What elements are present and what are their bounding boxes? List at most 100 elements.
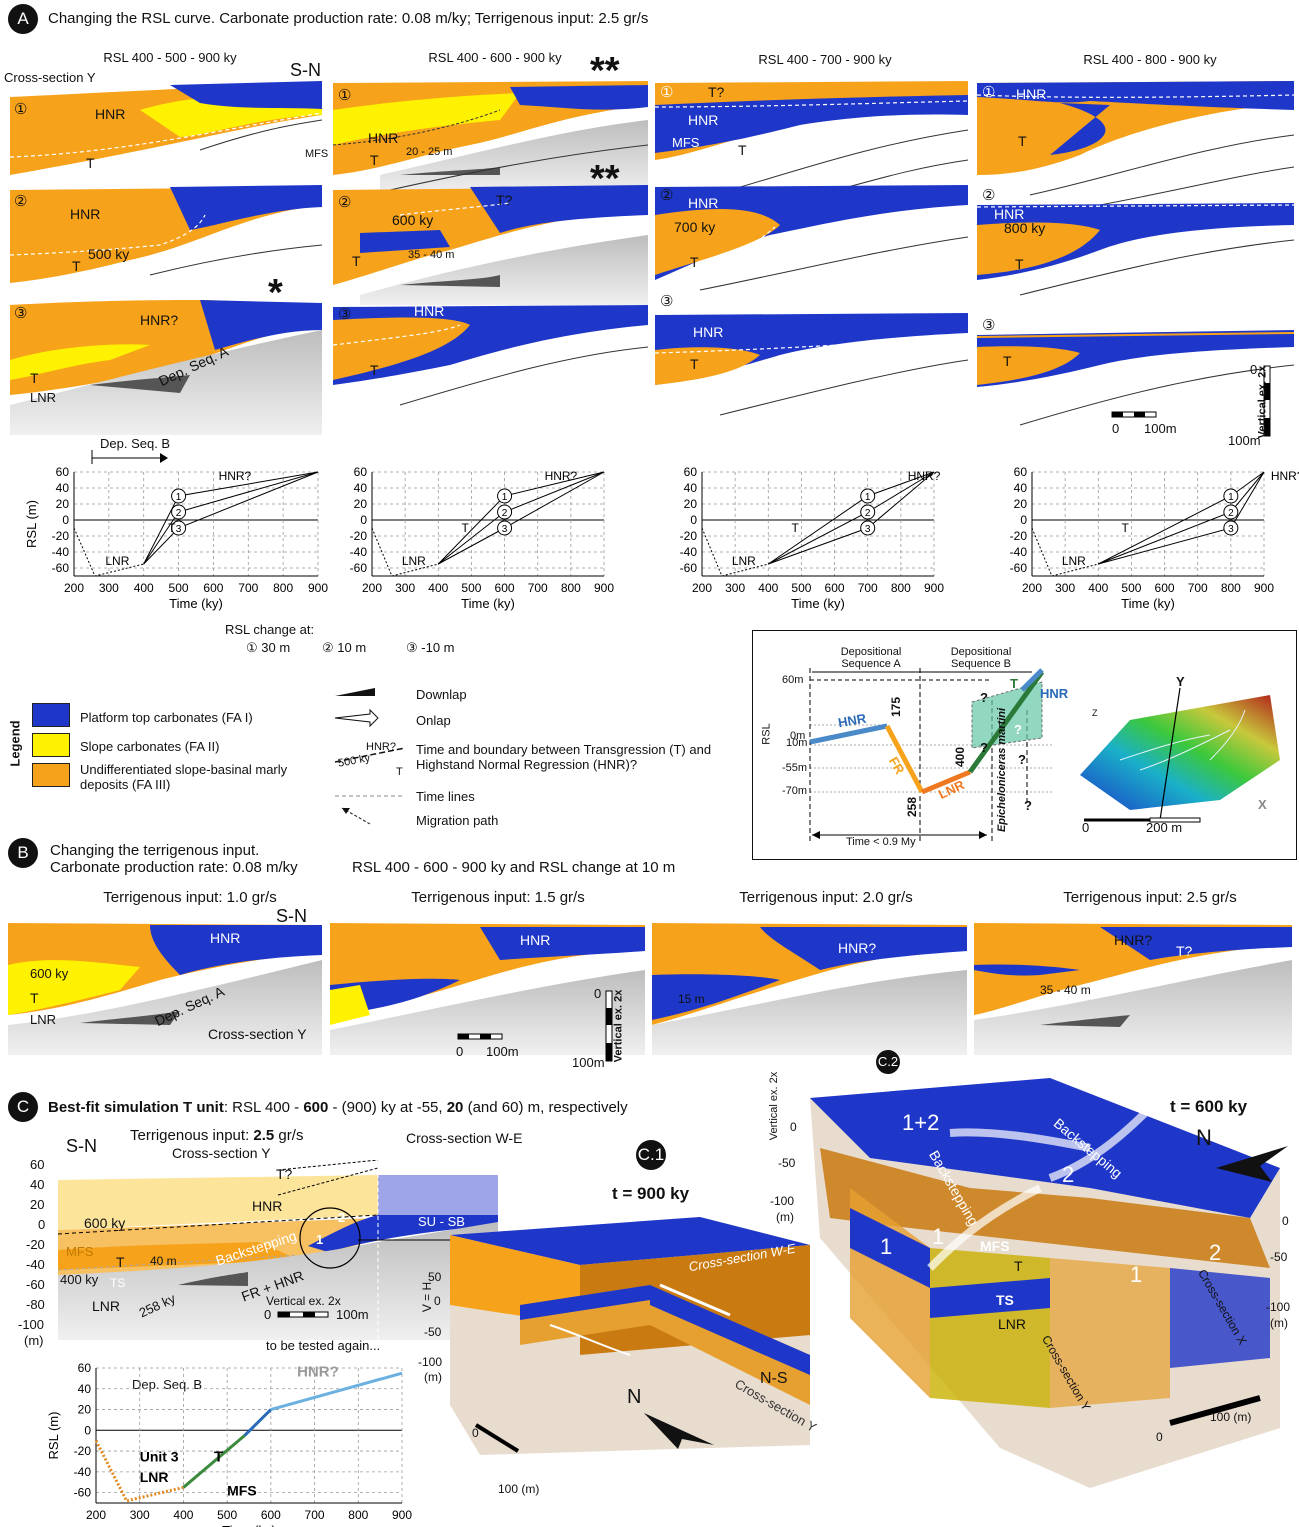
section-b-subtitle: RSL 400 - 600 - 900 ky and RSL change at… <box>352 859 676 876</box>
c2-n-letter: N <box>1196 1125 1212 1150</box>
inset-scale0: 0 <box>1082 820 1090 835</box>
x-tick-label: 500 <box>791 581 811 595</box>
series-line-0 <box>73 527 144 577</box>
inset-dep-a: Depositional Sequence A <box>840 646 902 670</box>
row-num-1d: ① <box>982 84 996 101</box>
panel-a-2-1 <box>9 185 323 283</box>
y-tick-label: 40 <box>56 481 70 495</box>
b-scale0: 0 <box>456 1044 464 1059</box>
series-line-3 <box>768 471 935 565</box>
x-tick-label: 700 <box>1188 581 1208 595</box>
c2-scale0: 0 <box>1156 1430 1163 1444</box>
annotation-t: T <box>1121 521 1129 535</box>
series-line-2 <box>243 1408 272 1437</box>
series-marker-label: 2 <box>502 508 508 519</box>
c2-n1-a: 1 <box>880 1234 893 1259</box>
b-tq-4: T? <box>1176 943 1193 959</box>
c-su-sb: SU - SB <box>418 1214 465 1229</box>
annotation-lnr: LNR <box>402 554 426 568</box>
series-marker <box>860 520 876 536</box>
c2-n2-right: 2 <box>1209 1240 1222 1265</box>
x-tick-label: 200 <box>86 1508 106 1522</box>
x-tick-label: 600 <box>1155 581 1175 595</box>
inset-q1: ? <box>980 690 988 705</box>
series-line-1 <box>768 471 935 565</box>
y-tick-label: -20 <box>74 1444 92 1458</box>
c-terr: Terrigenous input: 2.5 gr/s <box>130 1127 303 1144</box>
inset-rsl-diagram <box>809 668 1052 842</box>
panel-a-1-3 <box>654 81 969 206</box>
col-title-3: RSL 400 - 700 - 900 ky <box>758 52 892 67</box>
c-scale0: 0 <box>264 1307 272 1322</box>
x-tick-label: 700 <box>528 581 548 595</box>
b-vert-ex: Vertical ex. 2x <box>612 989 625 1063</box>
lbl-t-1d: T <box>1018 133 1027 149</box>
b-cross-y: Cross-section Y <box>208 1026 307 1042</box>
c-title-bold: Best-fit simulation T unit <box>48 1099 224 1116</box>
y-tick-label: 20 <box>56 497 70 511</box>
row-num-1a: ① <box>14 101 28 118</box>
c-400ky: 400 ky <box>60 1272 99 1287</box>
section-c-title: Best-fit simulation T unit: RSL 400 - 60… <box>48 1099 628 1116</box>
rsl-change-1: ① 30 m <box>246 640 291 655</box>
b-panel-title-2: Terrigenous input: 1.5 gr/s <box>411 889 585 906</box>
scale-a-100: 100m <box>1144 421 1177 436</box>
series-line-1 <box>1098 471 1265 565</box>
series-marker <box>171 504 187 520</box>
series-marker <box>171 520 187 536</box>
series-marker-label: 1 <box>1228 492 1234 503</box>
c-title-600: 600 <box>303 1099 329 1116</box>
section-b-title-2: Carbonate production rate: 0.08 m/ky <box>50 859 298 876</box>
inset-258: 258 <box>905 796 920 818</box>
x-tick-label: 300 <box>1055 581 1075 595</box>
series-marker-label: 1 <box>865 492 871 503</box>
lbl-m20-1b: 20 - 25 m <box>406 146 453 158</box>
y-tick-label: -60 <box>74 1486 92 1500</box>
x-axis-label: Time (ky) <box>169 596 223 611</box>
x-tick-label: 300 <box>395 581 415 595</box>
y-tick-label: -60 <box>52 561 70 575</box>
panel-b-2 <box>330 923 645 1055</box>
series-line-0 <box>371 527 439 577</box>
c2-scale100: 100 (m) <box>1210 1410 1252 1424</box>
inset-y60: 60m <box>782 674 804 686</box>
dep-seq-b-label-a: Dep. Seq. B <box>100 436 171 451</box>
c-cross-we: Cross-section W-E <box>406 1130 523 1146</box>
c2-vert: Vertical ex. 2x <box>768 1071 781 1141</box>
inset-t: T <box>1010 676 1018 691</box>
c-40m: 40 m <box>150 1254 177 1268</box>
c2-rm100: -100 <box>1266 1300 1291 1314</box>
c2-mfs: MFS <box>980 1238 1010 1254</box>
y-tick-label: 60 <box>684 465 698 479</box>
lbl-hnr-2d: HNR <box>994 206 1025 222</box>
annotation-t: T <box>214 1448 223 1465</box>
x-tick-label: 300 <box>130 1508 150 1522</box>
series-line-2 <box>143 471 319 565</box>
star-3a: * <box>268 272 283 314</box>
lbl-m35-2b: 35 - 40 m <box>408 249 455 261</box>
x-axis-label: Time (ky) <box>222 1523 276 1527</box>
section-c-badge: C <box>8 1092 38 1122</box>
panel-b-4 <box>974 923 1292 1055</box>
lbl-hnr-3c: HNR <box>693 324 724 340</box>
c-hnr: HNR <box>252 1198 283 1214</box>
b-hnr-1: HNR <box>210 930 241 946</box>
c-to-be-tested: to be tested again... <box>266 1338 381 1353</box>
c-ym40: -40 <box>26 1257 45 1272</box>
series-marker <box>860 488 876 504</box>
annotation-hnrq: HNR? <box>297 1363 339 1380</box>
x-tick-label: 600 <box>825 581 845 595</box>
legend-swatch-marly <box>32 763 70 787</box>
inset-dep-b: Depositional Sequence B <box>950 646 1012 670</box>
panel-a-1-2 <box>332 81 649 195</box>
inset-q4: ? <box>1018 752 1026 767</box>
lbl-t-2c: T <box>690 254 699 270</box>
x-tick-label: 900 <box>924 581 944 595</box>
y-tick-label: -40 <box>1010 545 1028 559</box>
y-tick-label: -40 <box>74 1465 92 1479</box>
y-tick-label: 0 <box>1020 513 1027 527</box>
lbl-t-3a: T <box>30 370 39 386</box>
